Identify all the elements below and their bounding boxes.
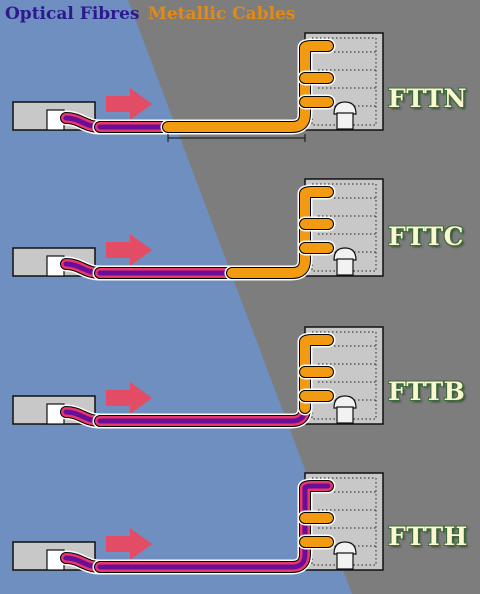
copper-length-bracket — [167, 134, 306, 142]
label-fttn: FTTN — [388, 84, 467, 113]
building-floors — [311, 331, 377, 420]
junction-post — [336, 406, 354, 424]
label-fttb: FTTB — [388, 377, 466, 406]
junction-post — [336, 112, 354, 130]
metallic-cables-heading: Metallic Cables — [148, 4, 296, 24]
flow-arrow-icon — [106, 382, 152, 414]
junction-dome — [333, 101, 357, 115]
optical-fibres-heading: Optical Fibres — [5, 4, 140, 24]
building-floors — [311, 37, 377, 126]
junction-post — [336, 258, 354, 276]
row-fttc — [12, 178, 384, 281]
copper-riser — [300, 335, 333, 413]
row-ftth — [12, 472, 384, 575]
junction-dome — [333, 541, 357, 555]
junction-post — [336, 552, 354, 570]
junction-dome — [333, 395, 357, 409]
building-floors — [311, 183, 377, 272]
row-fttb — [12, 326, 384, 429]
flow-arrow-icon — [106, 234, 152, 266]
label-fttc: FTTC — [388, 222, 464, 251]
junction-dome — [333, 247, 357, 261]
flow-arrow-icon — [106, 88, 152, 120]
row-fttn — [12, 32, 384, 142]
building-floors — [311, 477, 377, 566]
rows-layer — [12, 32, 384, 575]
label-ftth: FTTH — [388, 522, 468, 551]
optical-region — [0, 0, 352, 594]
flow-arrow-icon — [106, 528, 152, 560]
